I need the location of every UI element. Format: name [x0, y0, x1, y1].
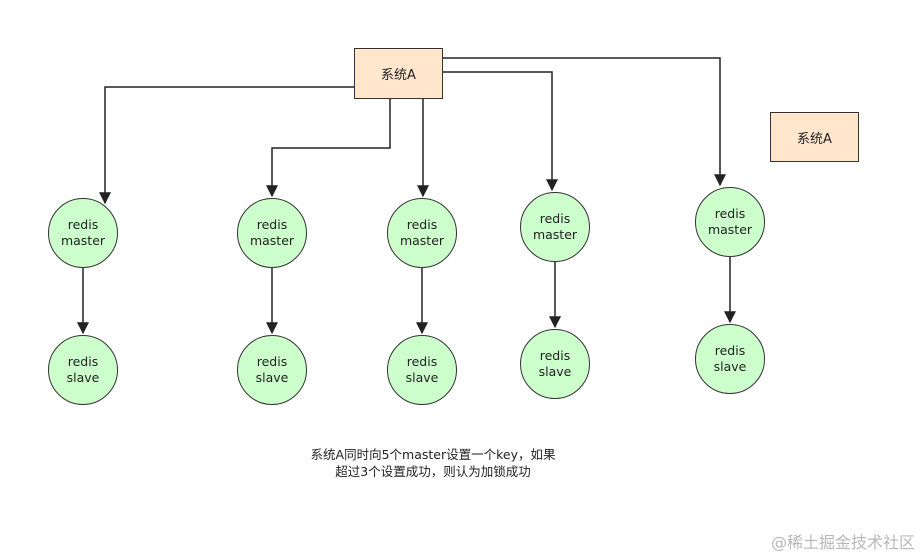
system-a-side-box[interactable]: 系统A [770, 112, 859, 162]
node-label-line-2: slave [66, 370, 100, 385]
node-label-line-2: master [60, 233, 106, 248]
node-label-line-2: slave [255, 370, 289, 385]
node-label-line-1: redis [67, 217, 99, 232]
edge-system-to-master-1 [99, 86, 354, 205]
node-label-line-1: redis [256, 354, 288, 369]
node-label-line-2: slave [538, 364, 572, 379]
node-label-line-2: master [532, 227, 578, 242]
node-label-line-1: redis [714, 343, 746, 358]
redis-slave-node-5[interactable]: redis slave [695, 324, 765, 394]
redis-master-node-4[interactable]: redis master [520, 192, 590, 262]
node-label-line-1: redis [539, 211, 571, 226]
redis-master-node-3[interactable]: redis master [387, 198, 457, 268]
node-label-line-2: master [707, 222, 753, 237]
edge-system-to-master-4 [442, 71, 558, 192]
redis-slave-node-3[interactable]: redis slave [387, 335, 457, 405]
node-label-line-2: master [249, 233, 295, 248]
node-label-line-1: redis [406, 217, 438, 232]
redis-master-node-1[interactable]: redis master [48, 198, 118, 268]
node-label-line-1: redis [67, 354, 99, 369]
caption-line-1: 系统A同时向5个master设置一个key，如果 [310, 447, 556, 462]
redis-slave-node-4[interactable]: redis slave [520, 329, 590, 399]
edge-system-to-master-2 [266, 99, 391, 198]
node-label-line-1: redis [256, 217, 288, 232]
caption-line-2: 超过3个设置成功，则认为加锁成功 [335, 464, 531, 479]
node-label-line-2: master [399, 233, 445, 248]
redis-slave-node-2[interactable]: redis slave [237, 335, 307, 405]
redis-slave-node-1[interactable]: redis slave [48, 335, 118, 405]
system-a-side-label: 系统A [797, 131, 832, 147]
diagram-caption: 系统A同时向5个master设置一个key，如果 超过3个设置成功，则认为加锁成… [253, 446, 613, 480]
edge-system-to-master-5 [442, 57, 726, 187]
system-a-main-label: 系统A [381, 68, 416, 83]
node-label-line-1: redis [714, 206, 746, 221]
node-label-line-1: redis [406, 354, 438, 369]
node-label-line-2: slave [405, 370, 439, 385]
node-label-line-1: redis [539, 348, 571, 363]
redis-master-node-5[interactable]: redis master [695, 187, 765, 257]
system-a-main-box[interactable]: 系统A [354, 48, 443, 99]
redis-master-node-2[interactable]: redis master [237, 198, 307, 268]
node-label-line-2: slave [713, 359, 747, 374]
watermark: @稀土掘金技术社区 [770, 533, 915, 552]
